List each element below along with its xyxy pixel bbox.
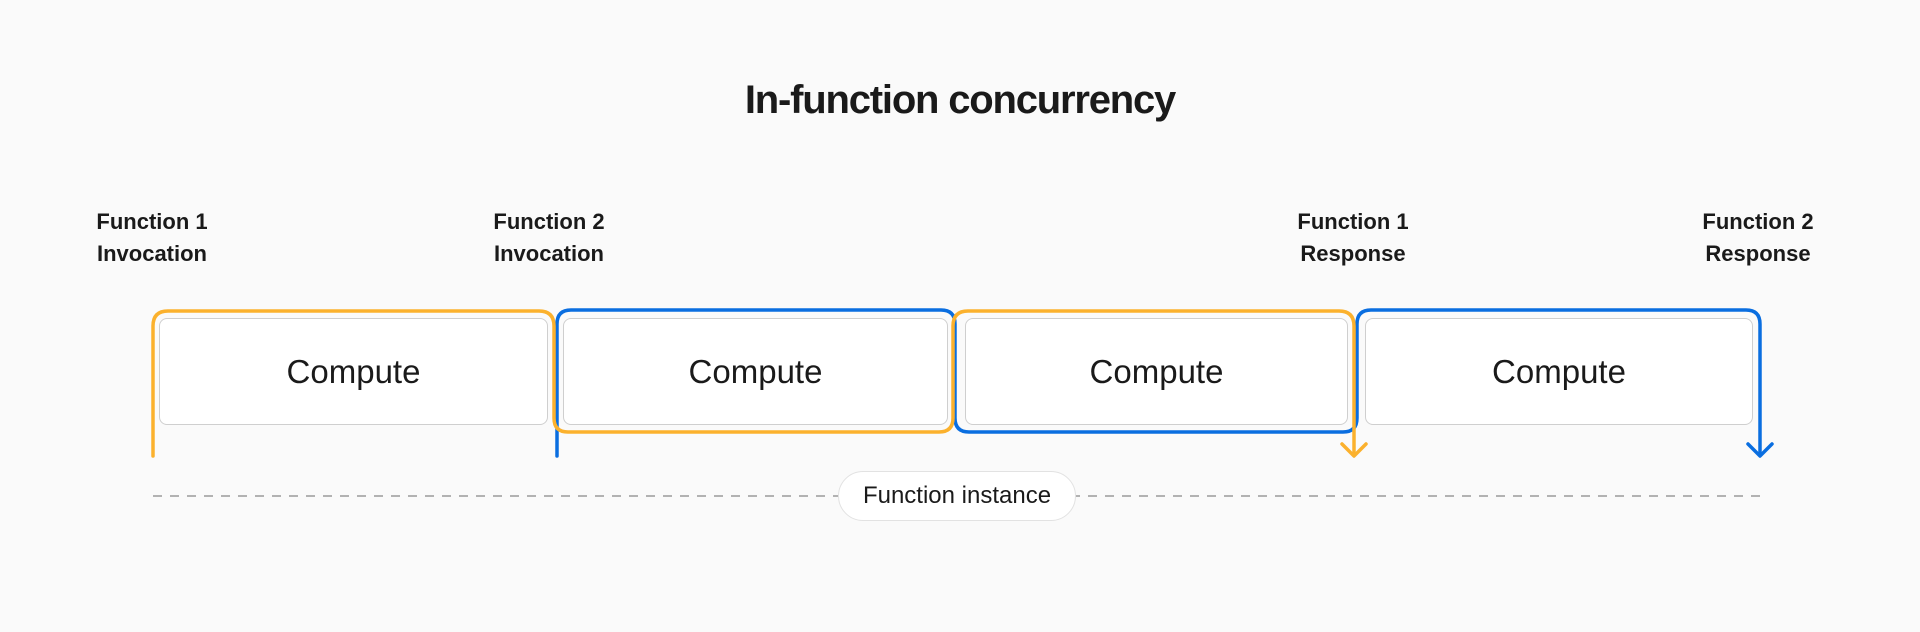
compute-block-2: Compute [563, 318, 948, 425]
compute-block-4: Compute [1365, 318, 1753, 425]
event-label-line1: Function 1 [1297, 209, 1409, 234]
event-label-line2: Invocation [493, 241, 604, 266]
event-label-line1: Function 2 [1702, 209, 1814, 234]
function-1-invocation-label: Function 1 Invocation [52, 206, 252, 270]
event-label-line2: Response [1705, 241, 1811, 266]
function-2-response-label: Function 2 Response [1658, 206, 1858, 270]
function-1-response-label: Function 1 Response [1253, 206, 1453, 270]
function-2-invocation-label: Function 2 Invocation [449, 206, 649, 270]
event-label-line1: Function 1 [96, 209, 208, 234]
event-label-line2: Invocation [96, 241, 207, 266]
diagram-title: In-function concurrency [744, 78, 1176, 122]
event-label-line2: Response [1300, 241, 1406, 266]
function-1-response-arrow-icon [1340, 442, 1368, 458]
function-2-flow-path [555, 308, 1762, 458]
compute-block-3: Compute [965, 318, 1348, 425]
function-instance-label: Function instance [838, 471, 1076, 521]
function-2-response-arrow-icon [1746, 442, 1774, 458]
compute-block-1: Compute [159, 318, 548, 425]
function-1-flow-path [151, 309, 1356, 458]
event-label-line1: Function 2 [493, 209, 605, 234]
